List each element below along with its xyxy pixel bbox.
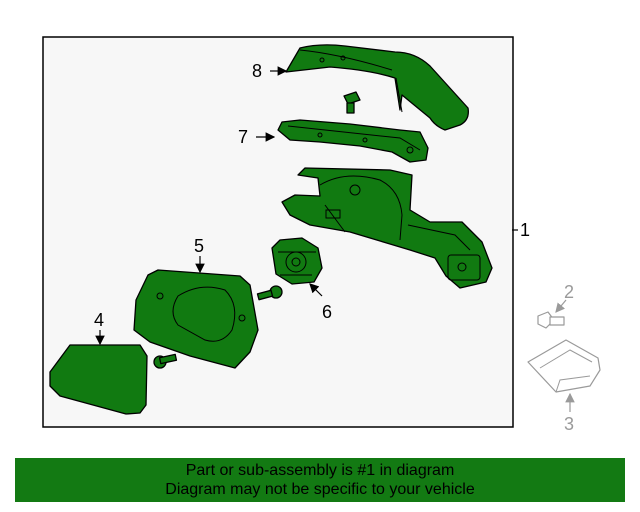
callout-5: 5 <box>194 236 205 274</box>
part-1-mirror-housing[interactable] <box>281 167 493 289</box>
screw-lower[interactable] <box>153 353 178 369</box>
part-5-mirror-backing-plate[interactable] <box>133 269 259 369</box>
svg-text:6: 6 <box>322 302 332 322</box>
callout-7: 7 <box>238 127 276 147</box>
callout-4: 4 <box>94 310 105 346</box>
parts-diagram: 1 2 3 4 5 6 7 8 <box>42 36 601 434</box>
part-7-cover-trim[interactable] <box>277 119 429 163</box>
callout-2: 2 <box>555 282 574 313</box>
svg-text:7: 7 <box>238 127 248 147</box>
screw-actuator[interactable] <box>256 285 283 301</box>
svg-text:5: 5 <box>194 236 204 256</box>
callout-6: 6 <box>309 283 332 322</box>
bolt-upper[interactable] <box>343 91 361 114</box>
svg-text:4: 4 <box>94 310 104 330</box>
svg-text:8: 8 <box>252 61 262 81</box>
callout-1: 1 <box>512 220 530 240</box>
assembly-note-line-2: Diagram may not be specific to your vehi… <box>165 481 475 498</box>
svg-text:1: 1 <box>520 220 530 240</box>
svg-text:2: 2 <box>564 282 574 302</box>
assembly-note-line-1: Part or sub-assembly is #1 in diagram <box>185 462 455 479</box>
part-6-mirror-actuator[interactable] <box>271 237 323 285</box>
callout-8: 8 <box>252 61 288 81</box>
part-8-mirror-cover[interactable] <box>285 44 469 131</box>
part-3-bracket[interactable] <box>527 339 601 393</box>
part-4-mirror-glass[interactable] <box>49 344 148 415</box>
svg-text:3: 3 <box>564 414 574 434</box>
part-2-bolt[interactable] <box>537 311 565 329</box>
callout-3: 3 <box>564 392 575 434</box>
assembly-note-banner: Part or sub-assembly is #1 in diagram Di… <box>15 458 625 502</box>
